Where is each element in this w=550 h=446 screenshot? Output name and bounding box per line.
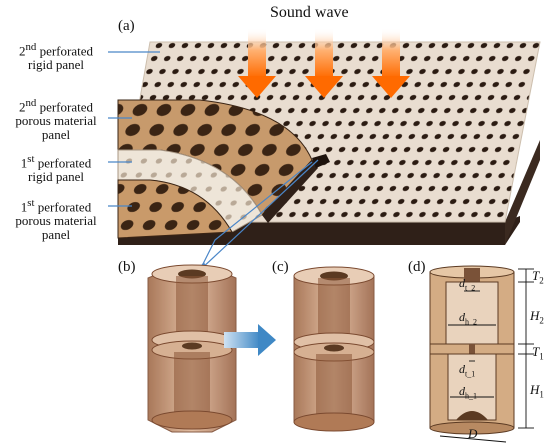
dim-dh2: dh_2	[459, 310, 477, 327]
dim-H1: H1	[530, 382, 544, 400]
sound-wave-title: Sound wave	[270, 4, 349, 21]
panel-tag-a: (a)	[118, 18, 135, 34]
transform-arrow	[224, 324, 276, 356]
panel-tag-c: (c)	[272, 259, 289, 275]
cylindrical-unit-cell	[293, 266, 375, 432]
layer-label-second-rigid: 2nd perforated rigid panel	[19, 41, 93, 73]
dim-dh1: dh_1	[459, 384, 477, 401]
hexagonal-unit-cell	[147, 264, 237, 433]
dim-dt2: dt_2	[459, 276, 476, 293]
panel-tag-b: (b)	[118, 259, 136, 275]
sound-wave-arrow	[305, 28, 343, 98]
dim-D: D	[468, 426, 478, 441]
first-porous-panel-cutaway	[117, 179, 233, 239]
layer-label-second-porous: 2nd perforated porous material panel	[15, 97, 97, 143]
dim-H2: H2	[530, 308, 544, 326]
layer-label-first-porous: 1st perforated porous material panel	[15, 197, 97, 243]
layer-label-first-rigid: 1st perforated rigid panel	[20, 153, 92, 185]
unit-cell-pointer	[199, 159, 319, 271]
sound-wave-arrows	[238, 28, 410, 98]
sound-wave-arrow	[238, 28, 276, 98]
dim-dt1: dt_1	[459, 362, 476, 379]
unit-cell-pointer	[199, 161, 313, 271]
sound-wave-arrow	[372, 28, 410, 98]
unit-cell-cross-section	[429, 265, 534, 443]
dim-T2: T2	[532, 268, 544, 286]
unit-cell-marker	[312, 154, 330, 168]
panel-tag-d: (d)	[408, 259, 426, 275]
dim-T1: T1	[532, 344, 544, 362]
